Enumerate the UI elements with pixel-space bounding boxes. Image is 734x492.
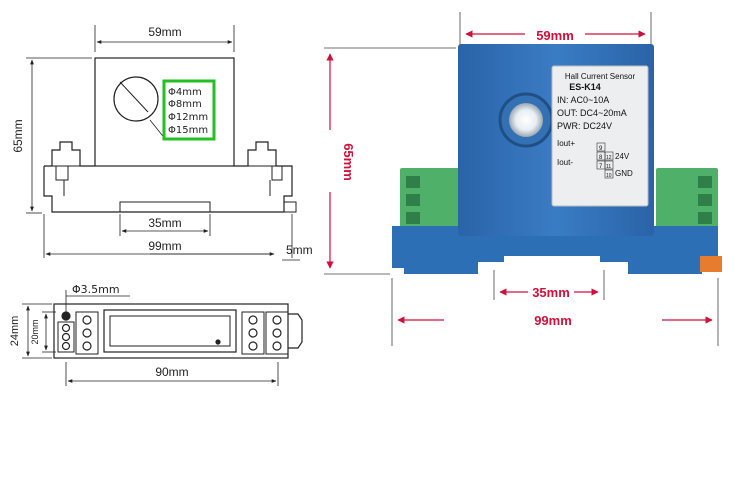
- front-height-label: 65mm: [11, 119, 25, 152]
- sticker-input: IN: AC0~10A: [557, 95, 609, 105]
- sticker-output: OUT: DC4~20mA: [557, 108, 627, 118]
- top-hole-label: Φ3.5mm: [72, 283, 120, 296]
- photo-base-label: 99mm: [534, 313, 572, 328]
- sticker-title: Hall Current Sensor: [565, 72, 636, 81]
- pin-12: 12: [606, 155, 612, 161]
- hole-size-3: Φ12mm: [168, 112, 208, 123]
- front-side-label: 5mm: [286, 243, 313, 257]
- front-inner-label: 35mm: [148, 216, 181, 230]
- sticker-model: ES-K14: [569, 82, 601, 92]
- front-base-label: 99mm: [148, 239, 181, 253]
- photo-inner-label: 35mm: [532, 285, 570, 300]
- sticker-24v: 24V: [615, 152, 630, 161]
- pin-11: 11: [606, 164, 611, 170]
- sticker-gnd: GND: [615, 169, 633, 178]
- pin-9: 9: [599, 146, 603, 152]
- hole-size-1: Φ4mm: [168, 87, 202, 98]
- hole-size-box: [162, 79, 216, 141]
- sticker-iout-plus: Iout+: [557, 139, 575, 148]
- top-outer-height-label: 24mm: [9, 316, 21, 347]
- top-drawing: [22, 290, 303, 386]
- front-drawing: [26, 25, 300, 261]
- top-length-label: 90mm: [155, 365, 188, 379]
- pin-7: 7: [599, 164, 603, 170]
- hole-size-2: Φ8mm: [168, 99, 202, 110]
- front-width-label: 59mm: [148, 25, 181, 39]
- hole-size-4: Φ15mm: [168, 125, 208, 136]
- pin-10: 10: [606, 173, 612, 179]
- pin-8: 8: [599, 155, 603, 161]
- sensor-photo: [324, 12, 722, 346]
- photo-width-label: 59mm: [536, 28, 574, 43]
- photo-height-label: 65mm: [341, 143, 356, 181]
- drawing-hole-circle: [113, 76, 159, 122]
- sticker-iout-minus: Iout-: [557, 158, 573, 167]
- sticker-power: PWR: DC24V: [557, 121, 612, 131]
- sensor-label-sticker: [551, 65, 649, 207]
- top-inner-height-label: 20mm: [30, 319, 40, 344]
